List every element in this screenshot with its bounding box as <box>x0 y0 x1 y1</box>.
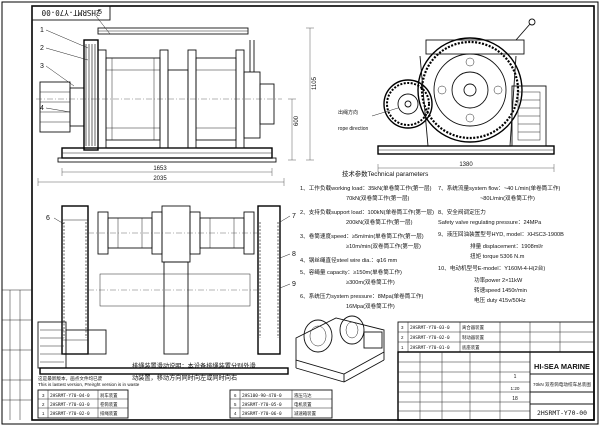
tech-right-9: 功率power 2×11kW <box>474 276 523 284</box>
parts-mid-no-5: 5 <box>234 402 237 407</box>
tech-left-7: 4、钢丝绳直径steel wire dia.：φ16 mm <box>300 256 398 264</box>
version-note-2: This is lastest version, Preirght versio… <box>38 382 140 387</box>
parts-up-no-1: 1 <box>401 345 404 350</box>
tech-right-5: 9、液压回油装置型号HYD, model：XHSC3-1900B <box>438 230 564 238</box>
tech-right-7: 扭矩 torque 5306 N.m <box>470 252 525 260</box>
rope-direction-en: rope direction <box>338 126 369 132</box>
parts-left-code-3: 2HSRMT-Y70-04-0 <box>50 393 90 399</box>
parts-left-name-2: 卷筒装置 <box>100 401 118 408</box>
tech-left-10: 6、系统压力system pressure：8Mpa(单卷筒工作) <box>300 292 424 300</box>
parts-up-name-1: 底座装置 <box>462 344 480 351</box>
callout-2: 2 <box>40 45 44 52</box>
version-note-1: 这是最新版本，画点文件均已废 <box>38 375 103 382</box>
scale-value: 1:20 <box>511 386 520 391</box>
note-line-2: 动装置，移动方向同时向左或同时向右 <box>132 374 237 382</box>
dim-2035: 2035 <box>153 176 167 182</box>
tech-right-6: 排量 displacement：1908ml/r <box>470 242 543 250</box>
sliding-note: 排绳装置滑动说明：本设备排绳装置分别外滑 动装置，移动方向同时向左或同时向右 <box>132 362 256 382</box>
parts-up-name-3: 离合器装置 <box>462 324 485 331</box>
tech-title: 技术参数Technical parameters <box>342 169 428 178</box>
tech-left-2: 70kN(双卷筒工作(第一层) <box>346 194 410 202</box>
callout-6: 6 <box>46 215 50 222</box>
dim-600: 600 <box>294 115 300 126</box>
side-view: 出绳方向 rope direction 1380 <box>338 18 555 172</box>
tech-left-column: 1、工作负载working load：35kN(单卷筒工作(第一层) 70kN(… <box>300 184 434 310</box>
front-callouts: 5 1 2 3 4 <box>40 9 111 113</box>
tech-right-3: 8、安全阀调定压力 <box>438 208 486 216</box>
top-drawing-number: 2HSRMT-Y70-00 <box>41 8 100 17</box>
tech-left-8: 5、容绳量 capacity：≥150m(单卷筒工作) <box>300 268 402 276</box>
technical-parameters: 技术参数Technical parameters 1、工作负载working l… <box>300 169 564 310</box>
parts-up-code-2: 2HSRMT-Y70-02-0 <box>410 335 450 341</box>
parts-up-no-3: 3 <box>401 325 404 330</box>
tech-left-1: 1、工作负载working load：35kN(单卷筒工作(第一层) <box>300 184 432 192</box>
callout-9: 9 <box>292 281 296 288</box>
tech-left-5: 3、卷筒速度speed：≥5m/min(单卷筒工作(第一层) <box>300 232 424 240</box>
parts-up-no-2: 2 <box>401 335 404 340</box>
dim-1380: 1380 <box>459 162 473 168</box>
tech-right-column: 7、系统流量system flow：~40 L/min(单卷筒工作) ~80L/… <box>438 184 564 304</box>
parts-mid-name-6: 液压马达 <box>294 392 312 399</box>
tech-left-3: 2、支持负载support load：100kN(单卷筒工作(第一层) <box>300 208 434 216</box>
parts-mid-code-4: 2HSRMT-Y70-06-0 <box>242 411 282 417</box>
callout-4: 4 <box>40 105 44 112</box>
parts-mid-no-6: 6 <box>234 393 237 398</box>
inner-border <box>31 5 595 421</box>
callout-1: 1 <box>40 27 44 34</box>
parts-mid-name-5: 电机装置 <box>294 401 312 408</box>
drawing-number: 2HSRMT-Y70-00 <box>537 409 587 417</box>
callout-8: 8 <box>292 251 296 258</box>
parts-left-code-1: 2HSRMT-Y70-02-0 <box>50 411 90 417</box>
parts-up-name-2: 制动器装置 <box>462 334 485 341</box>
isometric-view <box>295 315 385 383</box>
tech-right-8: 10、电动机型号E-model：Y160M-4-H(2台) <box>438 264 545 272</box>
parts-mid-code-5: 2HSRMT-Y70-05-0 <box>242 402 282 408</box>
parts-mid-code-6: 2HS100-90-470-0 <box>242 393 282 399</box>
plan-view: 6 7 8 9 <box>37 205 296 375</box>
parts-list-left: 3 2HSRMT-Y70-04-0 刹车装置 2 2HSRMT-Y70-03-0… <box>37 389 129 419</box>
dim-1105: 1105 <box>312 76 318 90</box>
parts-mid-no-4: 4 <box>234 411 237 416</box>
tech-right-10: 转速speed 1450r/min <box>474 286 527 294</box>
version-note: 这是最新版本，画点文件均已废 This is lastest version, … <box>38 375 140 387</box>
parts-left-code-2: 2HSRMT-Y70-03-0 <box>50 402 90 408</box>
parts-left-name-3: 刹车装置 <box>100 392 118 399</box>
parts-list-middle: 6 2HS100-90-470-0 液压马达 5 2HSRMT-Y70-05-0… <box>229 389 333 419</box>
parts-up-code-1: 2HSRMT-Y70-01-0 <box>410 345 450 351</box>
parts-left-name-1: 排绳装置 <box>100 410 118 417</box>
binding-strip <box>2 289 32 420</box>
note-line-1: 排绳装置滑动说明：本设备排绳装置分别外滑 <box>132 362 256 370</box>
rope-direction-cn: 出绳方向 <box>338 109 358 116</box>
code-box-value: 18 <box>512 396 518 402</box>
parts-up-code-3: 2HSRMT-Y70-03-0 <box>410 325 450 331</box>
parts-left-no-3: 3 <box>42 393 45 398</box>
product-title: 70kN 双卷筒电动绞车总装图 <box>533 381 591 388</box>
dim-1653: 1653 <box>153 166 167 172</box>
parts-mid-name-4: 减速箱装置 <box>294 410 317 417</box>
callout-5: 5 <box>98 9 102 16</box>
tech-left-6: ≥10m/min(双卷筒工作(第一层) <box>346 242 421 250</box>
callout-3: 3 <box>40 63 44 70</box>
tech-right-1: 7、系统流量system flow：~40 L/min(单卷筒工作) <box>438 184 560 192</box>
tech-left-4: 200kN(双卷筒工作(第一层) <box>346 218 413 226</box>
tech-left-9: ≥300m(双卷筒工作) <box>346 278 395 286</box>
front-view: 5 1 2 3 4 1653 2035 600 1105 <box>36 9 318 186</box>
callout-7: 7 <box>292 213 296 220</box>
tech-right-11: 电压 duty 415v/50Hz <box>474 296 526 304</box>
tech-right-4: Safety valve regulating pressure：24MPa <box>438 220 542 226</box>
sheet-value: 1 <box>514 374 517 380</box>
parts-left-no-1: 1 <box>42 411 45 416</box>
title-block: HI-SEA MARINE 70kN 双卷筒电动绞车总装图 1:20 1 18 … <box>397 351 595 421</box>
parts-left-no-2: 2 <box>42 402 45 407</box>
top-drawing-number-box: 2HSRMT-Y70-00 <box>31 5 111 21</box>
tech-left-11: 16Mpa(双卷筒工作) <box>346 302 395 310</box>
company-name: HI-SEA MARINE <box>534 362 590 371</box>
tech-right-2: ~80L/min(双卷筒工作) <box>480 194 535 202</box>
